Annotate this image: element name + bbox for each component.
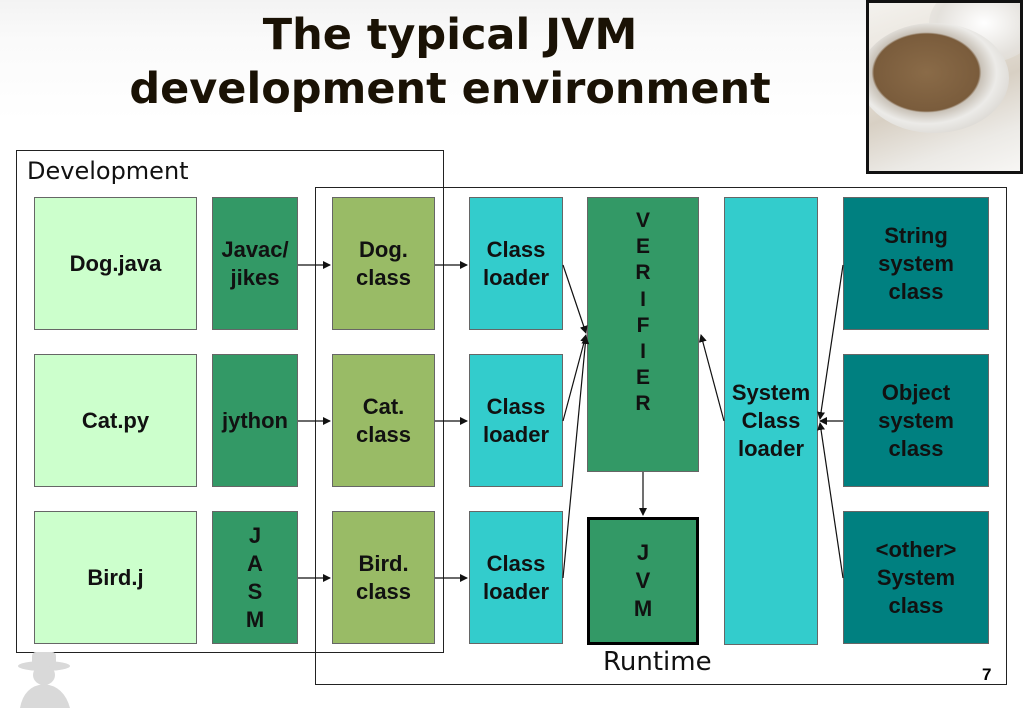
development-label: Development [27,157,189,185]
system-class-other: <other> System class [843,511,989,644]
arrow-loader1-to-verifier [562,264,588,334]
source-file-dog: Dog.java [34,197,197,330]
class-file-cat: Cat. class [332,354,435,487]
arrow-loader2-to-verifier [562,334,589,422]
class-loader-1: Class loader [469,197,563,330]
title-line-1: The typical JVM [262,10,638,60]
arrow-system-loader-to-verifier [698,334,725,422]
compiler-jasm: J A S M [212,511,298,644]
class-file-dog: Dog. class [332,197,435,330]
arrow-other-to-system-loader [817,422,844,579]
jvm-box: J V M [587,517,699,645]
system-class-loader: System Class loader [724,197,818,645]
class-loader-2: Class loader [469,354,563,487]
source-file-bird: Bird.j [34,511,197,644]
compiler-javac: Javac/ jikes [212,197,298,330]
verifier-box: V E R I F I E R [587,197,699,472]
runtime-label: Runtime [603,647,712,677]
coffee-cup-photo [866,0,1023,174]
arrow-string-to-system-loader [817,264,844,420]
runtime-frame [315,187,1007,685]
arrow-loader3-to-verifier [562,336,590,579]
source-file-cat: Cat.py [34,354,197,487]
cup-shape [869,23,1009,133]
compiler-jython: jython [212,354,298,487]
system-class-object: Object system class [843,354,989,487]
slide-title: The typical JVM development environment [40,8,860,116]
title-line-2: development environment [129,64,771,114]
development-frame [16,150,444,653]
spy-silhouette-icon [18,652,70,708]
page-number: 7 [982,665,992,684]
class-file-bird: Bird. class [332,511,435,644]
system-class-string: String system class [843,197,989,330]
